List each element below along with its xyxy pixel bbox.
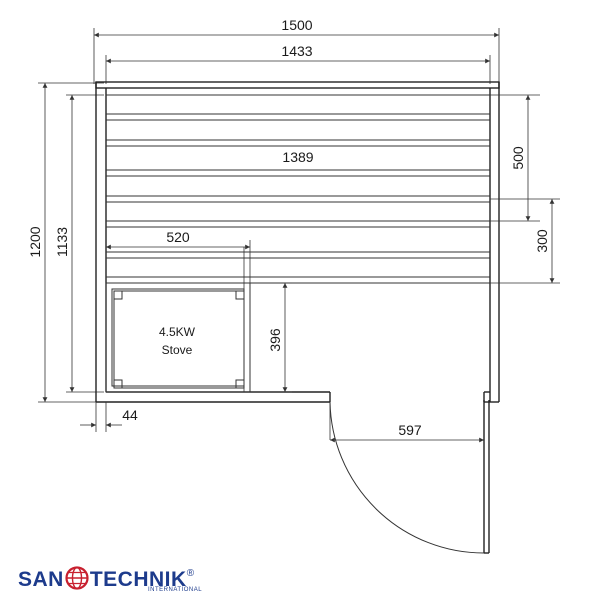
dim-520-label: 520: [166, 229, 190, 245]
dim-lower-bench-depth: 300: [490, 198, 560, 284]
registered-mark: ®: [186, 568, 195, 579]
sauna-walls: [95, 81, 500, 403]
dim-wall-thickness: 44: [80, 402, 138, 432]
dim-1500-label: 1500: [281, 17, 312, 33]
dim-500-label: 500: [510, 146, 526, 170]
stove-label-line1: 4.5KW: [159, 325, 196, 339]
globe-icon: [65, 566, 89, 590]
dim-inner-depth: 1133: [54, 94, 104, 393]
door: 597: [329, 400, 490, 554]
brand-logo: SAN TECHNIK® INTERNATIONAL: [18, 566, 202, 596]
dim-1200-label: 1200: [27, 226, 43, 257]
dim-stove-depth: 396: [250, 282, 292, 393]
dim-inner-width: 1433: [105, 43, 491, 84]
stove: 4.5KW Stove: [113, 290, 245, 389]
dim-upper-bench-depth: 500: [490, 94, 540, 222]
upper-bench: 1389: [106, 94, 490, 228]
dim-overall-depth: 1200: [27, 82, 104, 403]
dim-396-label: 396: [267, 328, 283, 352]
stove-enclosure: 520: [105, 229, 251, 393]
brand-tagline: INTERNATIONAL: [148, 587, 203, 593]
dim-overall-width: 1500: [93, 17, 500, 84]
lower-bench: [106, 251, 490, 284]
dim-1389-label: 1389: [282, 149, 313, 165]
dim-597-label: 597: [398, 422, 422, 438]
brand-name-left: SAN: [18, 568, 64, 591]
dim-300-label: 300: [534, 229, 550, 253]
dim-1133-label: 1133: [54, 227, 70, 257]
brand-name-right: TECHNIK: [89, 568, 187, 591]
dim-44-label: 44: [122, 407, 138, 423]
dim-1433-label: 1433: [281, 43, 312, 59]
stove-label-line2: Stove: [162, 343, 193, 357]
